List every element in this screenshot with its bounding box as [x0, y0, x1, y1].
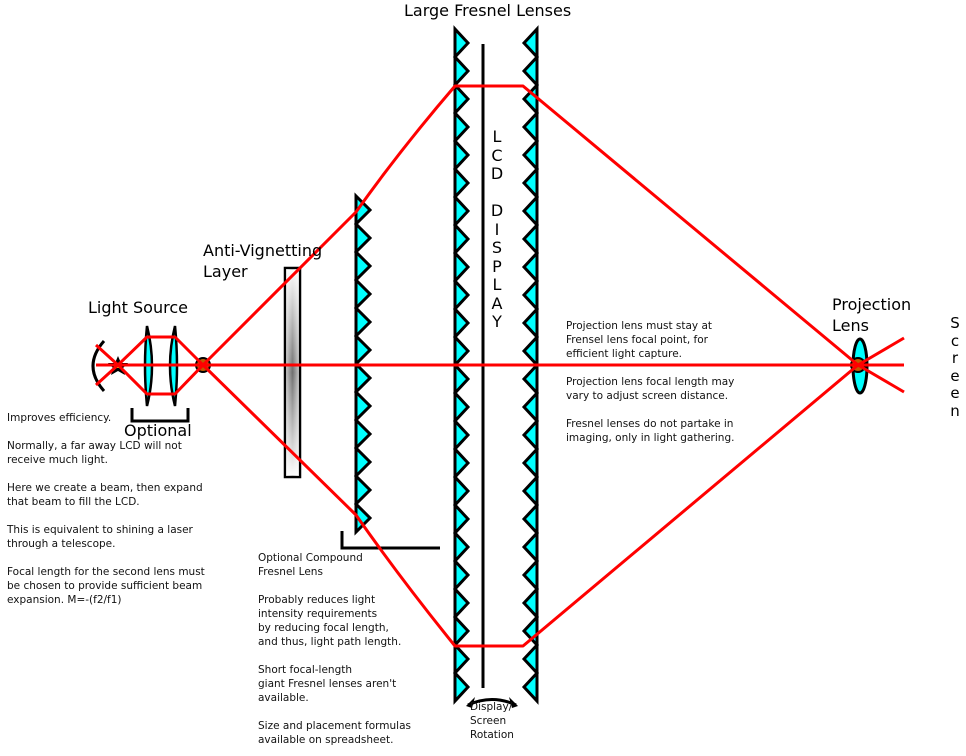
optional-label: Optional — [124, 421, 192, 440]
diagram-title: Large Fresnel Lenses — [404, 1, 572, 20]
anti-vignetting-label: Anti-Vignetting Layer — [203, 241, 323, 281]
compound-fresnel-note: Optional Compound Fresnel Lens Probably … — [258, 552, 411, 746]
light-source-label: Light Source — [88, 298, 188, 317]
display-rotation-label: Display/ Screen Rotation — [470, 701, 514, 741]
projection-lens-label: Projection Lens — [832, 295, 912, 335]
optional-bracket — [130, 408, 190, 423]
light-rays — [94, 84, 905, 648]
beam-expander-note: Improves efficiency. Normally, a far awa… — [7, 412, 205, 606]
screen-label: Screen — [950, 314, 960, 420]
compound-lens-bracket — [340, 531, 440, 550]
ray-lower — [94, 363, 905, 648]
projection-note: Projection lens must stay at Frensel len… — [566, 320, 735, 444]
ray-upper — [94, 84, 905, 367]
lcd-display-label: LCD DISPLAY — [490, 127, 504, 331]
rotation-arrow-icon — [466, 697, 518, 708]
reflector-icon — [91, 340, 106, 392]
anti-vignetting-layer — [283, 266, 302, 479]
